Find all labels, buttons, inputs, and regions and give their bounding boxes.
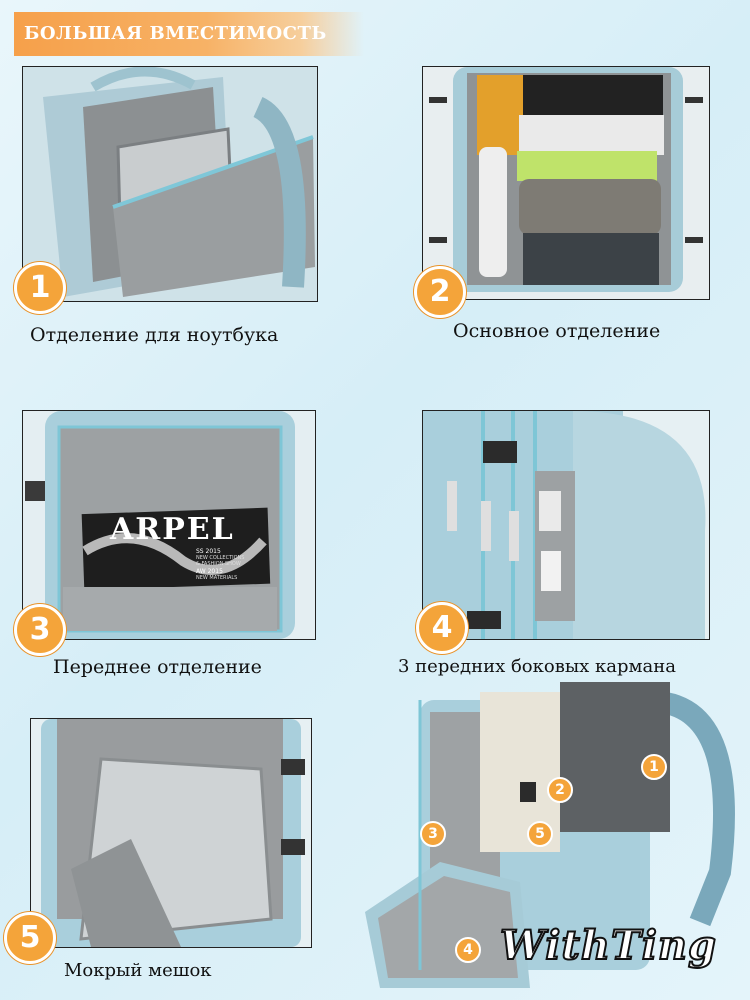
banner-title: БОЛЬШАЯ ВМЕСТИМОСТЬ: [14, 12, 364, 56]
overview-marker-4: 4: [455, 937, 481, 963]
magazine-line: NEW MATERIALS: [196, 575, 238, 581]
side-pockets-photo: [422, 410, 710, 640]
caption-laptop-compartment: Отделение для ноутбука: [30, 324, 279, 346]
caption-side-pockets: 3 передних боковых кармана: [398, 656, 677, 677]
badge-2: 2: [414, 266, 466, 318]
magazine-line: & FASHION SHOW: [196, 561, 241, 567]
caption-main-compartment: Основное отделение: [453, 320, 661, 342]
overview-marker-3: 3: [420, 821, 446, 847]
overview-marker-2: 2: [547, 777, 573, 803]
magazine-line: NEW COLLECTIONS: [196, 555, 245, 561]
badge-4: 4: [416, 602, 468, 654]
caption-front-compartment: Переднее отделение: [53, 656, 262, 678]
caption-wet-bag: Мокрый мешок: [64, 960, 212, 981]
magazine-cover: ARPEL SS 2015 NEW COLLECTIONS & FASHION …: [86, 512, 266, 582]
badge-5: 5: [4, 912, 56, 964]
brand-logo: WithTing: [499, 921, 717, 970]
overview-marker-1: 1: [641, 754, 667, 780]
wet-bag-photo: [30, 718, 312, 948]
laptop-compartment-photo: [22, 66, 318, 302]
magazine-title: ARPEL: [110, 512, 235, 547]
badge-1: 1: [14, 262, 66, 314]
front-compartment-photo: [22, 410, 316, 640]
main-compartment-photo: [422, 66, 710, 300]
badge-3: 3: [14, 604, 66, 656]
overview-marker-5: 5: [527, 821, 553, 847]
magazine-line: AW 2015: [196, 568, 223, 575]
magazine-line: SS 2015: [196, 548, 221, 555]
